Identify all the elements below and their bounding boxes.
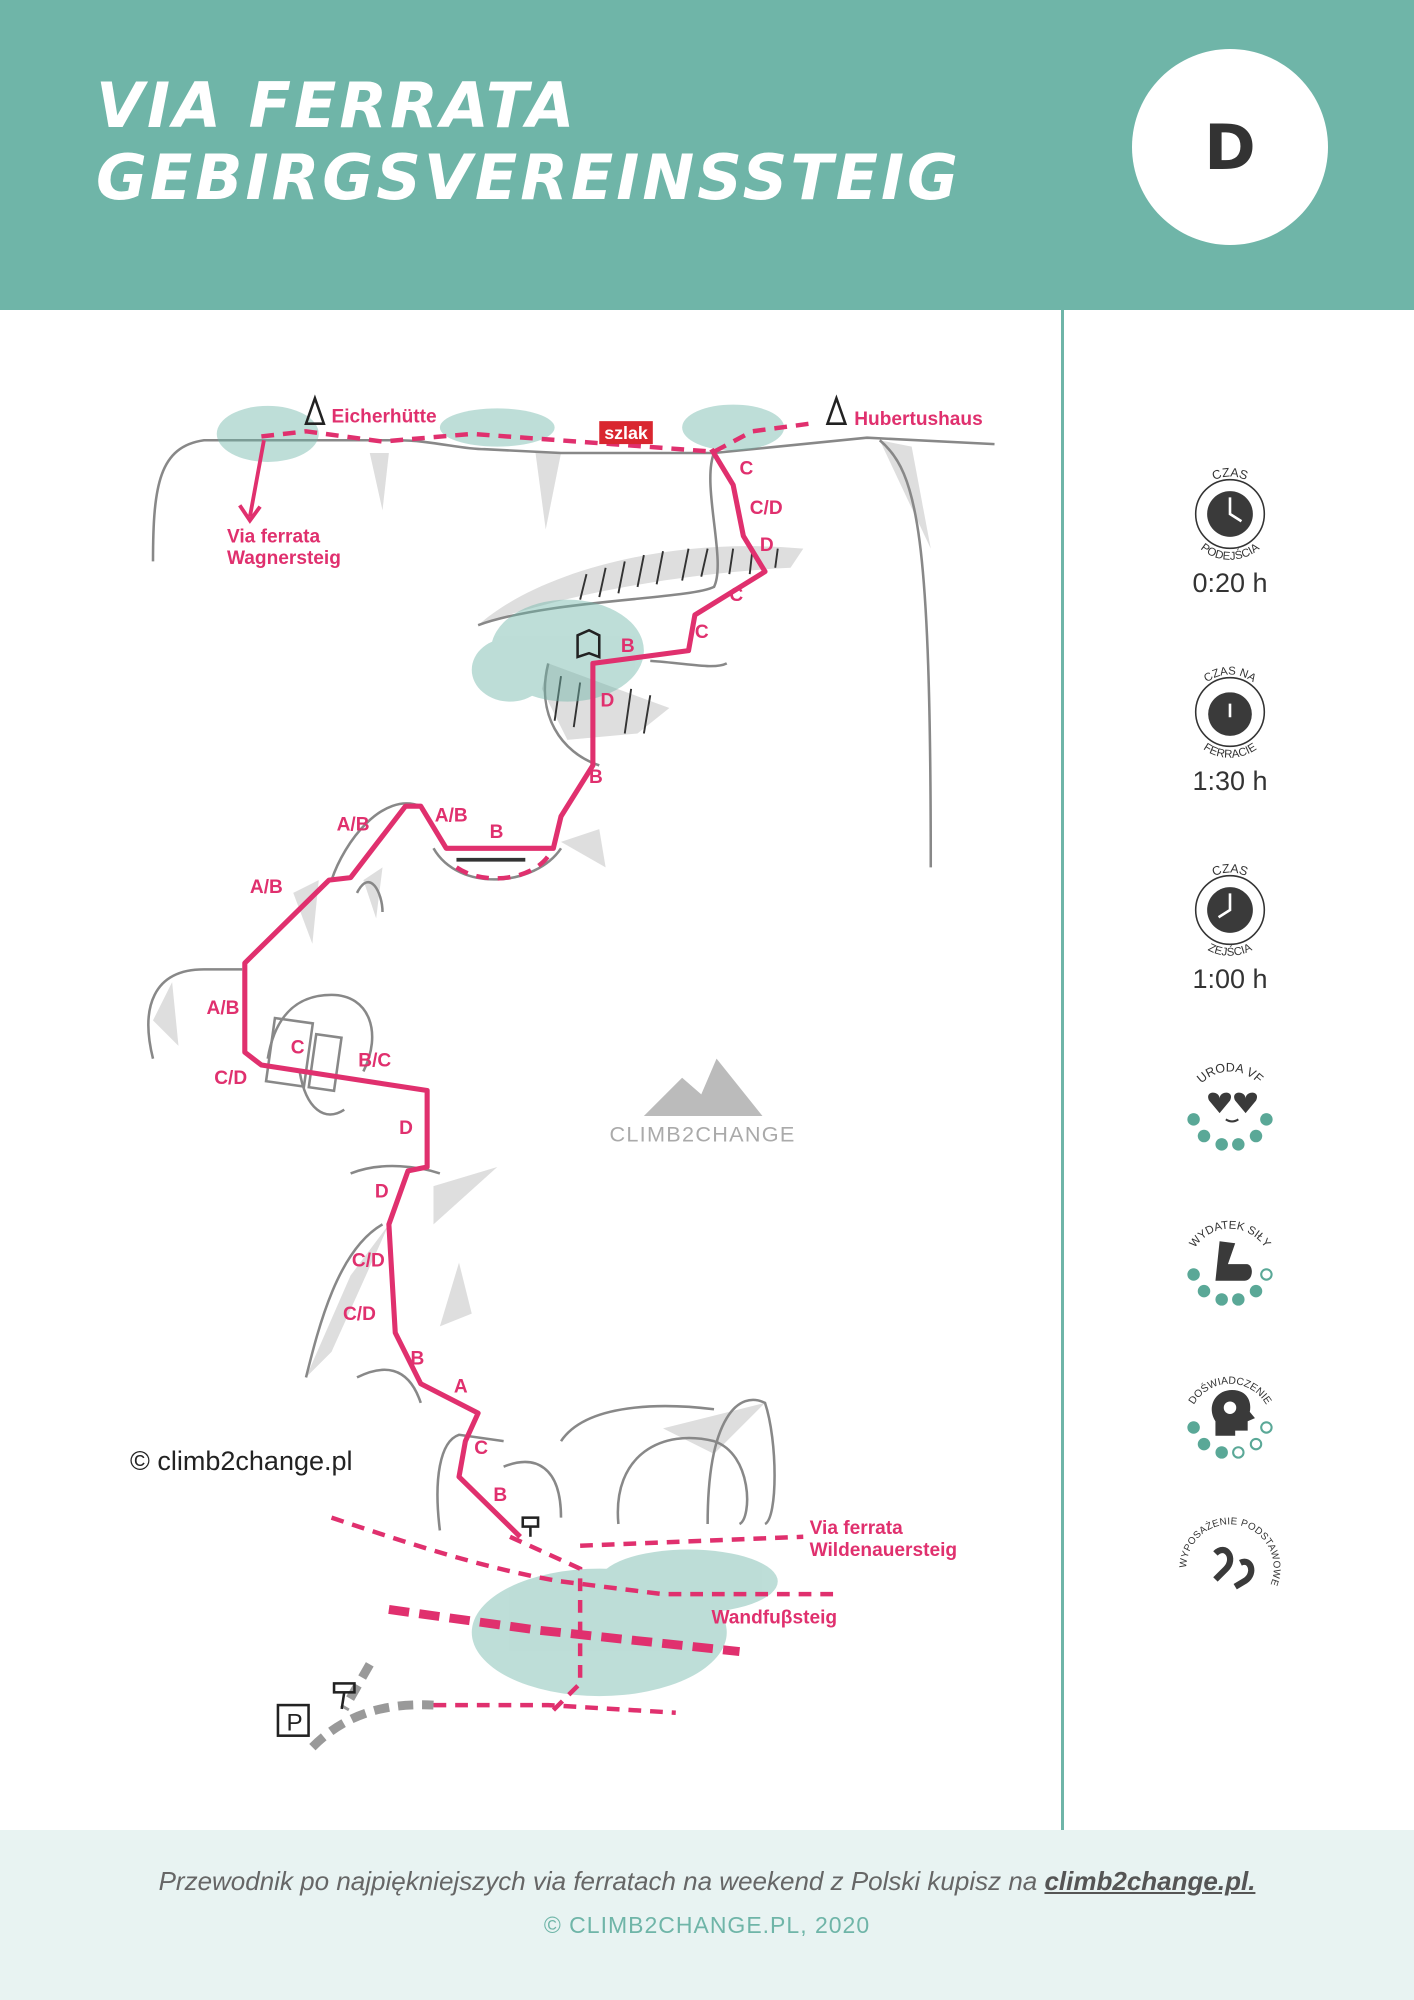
ferrata-icon-label-top: CZAS NA	[1202, 665, 1258, 685]
svg-text:C/D: C/D	[750, 498, 783, 519]
svg-text:A: A	[454, 1377, 468, 1398]
svg-text:C/D: C/D	[214, 1068, 247, 1089]
svg-text:FERRACIE: FERRACIE	[1201, 741, 1259, 761]
svg-text:Via ferrata: Via ferrata	[810, 1518, 904, 1539]
svg-text:B: B	[490, 822, 504, 843]
svg-text:B/C: B/C	[358, 1050, 391, 1071]
svg-text:A/B: A/B	[435, 805, 468, 826]
header: VIA FERRATA GEBIRGSVEREINSSTEIG D	[0, 0, 1414, 310]
descent-icon-label-bottom: ZEJŚCIA	[1206, 942, 1254, 959]
muscle-rating-icon: WYDATEK SIŁY	[1187, 1220, 1273, 1306]
approach-icon-label-bottom: PODEJŚCIA	[1198, 541, 1262, 563]
svg-text:Wagnersteig: Wagnersteig	[227, 548, 341, 569]
svg-text:C: C	[695, 622, 709, 643]
svg-text:D: D	[601, 691, 615, 712]
title-line-2: GEBIRGSVEREINSSTEIG	[96, 141, 961, 214]
wandfuss-trail	[388, 1605, 740, 1656]
svg-text:ZEJŚCIA: ZEJŚCIA	[1206, 942, 1254, 959]
svg-text:URODA VF: URODA VF	[1194, 1061, 1266, 1087]
rock-fill	[153, 440, 931, 1454]
access-path	[309, 1662, 434, 1751]
svg-text:Eicherhütte: Eicherhütte	[332, 406, 437, 427]
footer-text: Przewodnik po najpiękniejszych via ferra…	[158, 1866, 1045, 1896]
clock-descent-icon: CZAS ZEJŚCIA	[1194, 861, 1266, 959]
grade-labels: C C/D D C C B D B A/B A/B B A/B A/B C/D C B/C D D…	[207, 459, 783, 1506]
parking-sign	[276, 1703, 310, 1737]
footer: Przewodnik po najpiękniejszych via ferra…	[0, 1830, 1414, 2000]
szlak-label: szlak	[604, 423, 648, 443]
svg-text:Hubertushaus: Hubertushaus	[854, 409, 982, 430]
svg-text:Wildenauersteig: Wildenauersteig	[810, 1540, 957, 1561]
svg-text:Via ferrata: Via ferrata	[227, 526, 321, 547]
clock-approach-icon: CZAS PODEJŚCIA	[1194, 465, 1266, 563]
hatching	[553, 548, 779, 734]
svg-text:A/B: A/B	[207, 998, 240, 1019]
page-title: VIA FERRATA GEBIRGSVEREINSSTEIG	[96, 70, 961, 214]
map-labels: Eicherhütte Hubertushaus Via ferrataWagn…	[227, 406, 983, 1628]
svg-text:PODEJŚCIA: PODEJŚCIA	[1198, 541, 1262, 563]
svg-text:B: B	[589, 767, 603, 788]
svg-text:B: B	[621, 636, 635, 657]
footer-copyright: © CLIMB2CHANGE.PL, 2020	[543, 1912, 871, 1938]
svg-text:D: D	[399, 1118, 413, 1139]
szlak-badge	[599, 421, 653, 445]
approach-time: CZAS PODEJŚCIA 0:20 h	[1130, 462, 1330, 599]
title-line-1: VIA FERRATA	[96, 69, 578, 142]
parking-label: P	[286, 1710, 302, 1737]
map-copyright: © climb2change.pl	[130, 1446, 353, 1476]
svg-text:C: C	[291, 1038, 305, 1059]
svg-text:Wandfuβsteig: Wandfuβsteig	[711, 1607, 837, 1628]
climb2change-logo: CLIMB2CHANGE	[609, 1058, 795, 1147]
beauty-icon-label: URODA VF	[1194, 1061, 1266, 1087]
svg-text:C: C	[474, 1438, 488, 1459]
descent-time: CZAS ZEJŚCIA 1:00 h	[1130, 858, 1330, 995]
svg-text:B: B	[493, 1485, 507, 1506]
svg-text:CLIMB2CHANGE: CLIMB2CHANGE	[609, 1122, 795, 1147]
experience-rating: DOŚWIADCZENIE	[1130, 1363, 1330, 1467]
svg-text:D: D	[375, 1182, 389, 1203]
ferrata-icon-label-bottom: FERRACIE	[1201, 741, 1259, 761]
svg-text:C/D: C/D	[343, 1304, 376, 1325]
ferrata-time: CZAS NA FERRACIE 1:30 h	[1130, 660, 1330, 797]
website-link[interactable]: climb2change.pl.	[1044, 1866, 1256, 1896]
wagnersteig-arrow	[238, 439, 266, 524]
svg-text:C: C	[729, 585, 743, 606]
stopwatch-icon: CZAS NA FERRACIE	[1194, 665, 1266, 761]
hut-icons	[276, 394, 848, 1737]
svg-text:C: C	[740, 459, 754, 480]
svg-text:B: B	[411, 1349, 425, 1370]
svg-text:CZAS NA: CZAS NA	[1202, 665, 1258, 685]
svg-text:A/B: A/B	[250, 877, 283, 898]
route-line	[242, 447, 768, 1539]
svg-text:A/B: A/B	[337, 814, 370, 835]
effort-rating: WYDATEK SIŁY	[1130, 1210, 1330, 1314]
trail-dashed	[261, 421, 842, 1717]
carabiners-icon: WYPOSAŻENIE PODSTAWOWE	[1178, 1516, 1282, 1590]
hearts-rating-icon: URODA VF	[1187, 1061, 1273, 1151]
svg-text:D: D	[760, 535, 774, 556]
head-gear-rating-icon: DOŚWIADCZENIE	[1187, 1376, 1273, 1459]
divider	[1061, 310, 1064, 1830]
forest-areas	[216, 404, 785, 1697]
svg-text:C/D: C/D	[352, 1250, 385, 1271]
difficulty-badge: D	[1132, 49, 1328, 245]
equipment-info: WYPOSAŻENIE PODSTAWOWE	[1130, 1516, 1330, 1620]
beauty-rating: URODA VF	[1130, 1057, 1330, 1161]
